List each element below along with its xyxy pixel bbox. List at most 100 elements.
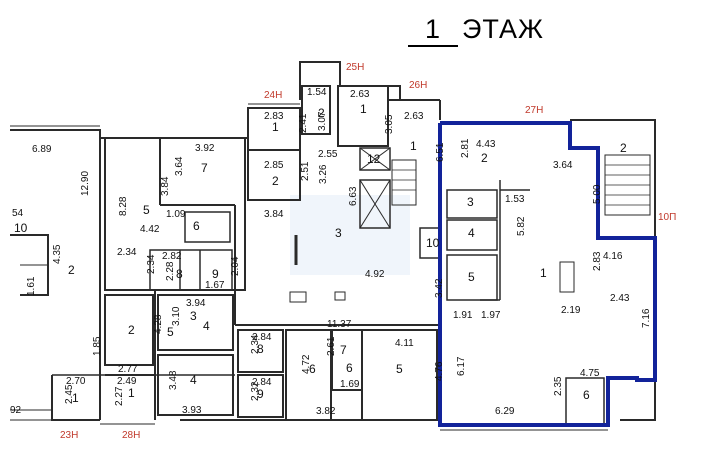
dimension-label: 2.34: [117, 247, 137, 258]
floor-number: 1: [408, 14, 458, 47]
dimension-label: 2.27: [114, 386, 125, 406]
dimension-label: 4.35: [52, 244, 63, 264]
dimension-label: 2.84: [252, 377, 272, 388]
dimension-label: 6.29: [495, 406, 515, 417]
dimension-label: 2.28: [165, 261, 176, 281]
dimension-label: 2.04: [230, 256, 241, 276]
dimension-label: 8.28: [118, 196, 129, 216]
unit-label: 23Н: [60, 430, 78, 441]
room-label: 4: [203, 319, 210, 333]
room-label: 1: [72, 391, 79, 405]
room-label: 2: [128, 323, 135, 337]
dimension-label: 1.69: [340, 379, 360, 390]
unit-label: 25Н: [346, 62, 364, 73]
room-label: 8: [176, 267, 183, 281]
dimension-label: 2.51: [300, 161, 311, 181]
dimension-label: 2.34: [250, 334, 261, 354]
dimension-label: 3.92: [195, 143, 215, 154]
room-label: 1: [360, 102, 367, 116]
dimension-label: 3.05: [384, 114, 395, 134]
dimension-label: 1.67: [205, 280, 225, 291]
dimension-label: 12.90: [80, 171, 91, 196]
dimension-label: 3.84: [264, 209, 284, 220]
room-label: 2: [68, 263, 75, 277]
room-label: 5: [143, 203, 150, 217]
room-label: 9: [257, 387, 264, 401]
dimension-label: 2.82: [162, 251, 182, 262]
room-label: 8: [257, 342, 264, 356]
room-label: 1: [540, 266, 547, 280]
room-label: 10: [14, 221, 28, 235]
dimension-label: 11.37: [327, 319, 352, 330]
dimension-label: 3.93: [182, 405, 202, 416]
dimension-label: 3.42: [434, 278, 445, 298]
room-label: 10: [426, 236, 440, 250]
dimension-label: 2.85: [264, 160, 284, 171]
room-label: 6: [583, 388, 590, 402]
dimension-label: 3.82: [316, 406, 336, 417]
dimension-label: 2.83: [264, 111, 284, 122]
room-labels: 1 2 7 5 6 8 9 2 3 2 4 1 1 1 2 12 3 10 4 …: [14, 102, 627, 405]
dimension-label: 2.45: [64, 384, 75, 404]
dimension-label: 4.42: [140, 224, 160, 235]
room-label: 1: [128, 386, 135, 400]
room-label: 5: [396, 362, 403, 376]
dimension-label: 3.84: [160, 176, 171, 196]
dimension-label: 2.61: [326, 336, 337, 356]
room-label: 7: [201, 161, 208, 175]
dimension-label: 2.34: [146, 254, 157, 274]
room-label: 3: [190, 309, 197, 323]
room-label: 5: [468, 270, 475, 284]
dimension-label: 1.53: [505, 194, 525, 205]
dimension-label: 2.41: [298, 113, 309, 133]
dimension-labels: 6.89 12.90 8.28 3.92 3.64 3.84 4.42 1.09…: [10, 87, 652, 417]
dimension-label: 3.07: [317, 111, 328, 131]
dimension-label: 92: [10, 405, 22, 416]
dimension-label: 2.63: [350, 89, 370, 100]
dimension-label: 1.85: [92, 336, 103, 356]
dimension-label: 2.63: [404, 111, 424, 122]
dimension-label: 6.17: [456, 356, 467, 376]
room-label: 4: [468, 226, 475, 240]
room-label: 1: [272, 120, 279, 134]
dimension-label: 4.11: [395, 338, 414, 349]
room-label: 9: [212, 267, 219, 281]
dimension-label: 2.84: [252, 332, 272, 343]
dimension-label: 2.49: [117, 376, 137, 387]
room-label: 2: [318, 106, 325, 120]
unit-label: 26Н: [409, 80, 427, 91]
unit-label: 27Н: [525, 105, 543, 116]
dimension-label: 2.77: [118, 364, 138, 375]
room-label: 3: [467, 195, 474, 209]
dimension-label: 2.35: [553, 376, 564, 396]
dimension-label: 4.75: [580, 368, 600, 379]
dimension-label: 1.09: [166, 209, 186, 220]
dimension-label: 4.16: [603, 251, 623, 262]
room-label: 5: [167, 325, 174, 339]
dimension-label: 6.63: [348, 186, 359, 206]
room-label: 6: [309, 362, 316, 376]
dimension-label: 1.54: [307, 87, 327, 98]
room-label: 1: [410, 139, 417, 153]
dimension-label: 3.10: [171, 306, 182, 326]
unit-label: 10П: [658, 212, 676, 223]
dimension-label: 3.64: [553, 160, 573, 171]
dimension-label: 2.55: [318, 149, 338, 160]
dimension-label: 2.19: [561, 305, 581, 316]
dimension-label: 4.28: [153, 314, 164, 334]
dimension-label: 3.94: [186, 298, 206, 309]
dimension-label: 6.89: [32, 144, 52, 155]
room-label: 7: [340, 343, 347, 357]
dimension-label: 7.16: [641, 308, 652, 328]
room-label: 2: [481, 151, 488, 165]
room-label: 2: [620, 141, 627, 155]
room-label: 6: [346, 361, 353, 375]
dimension-label: 4.43: [476, 139, 496, 150]
windows: [10, 103, 608, 431]
unit-label: 24Н: [264, 90, 282, 101]
dimension-label: 2.70: [66, 376, 86, 387]
dimension-label: 3.48: [168, 370, 179, 390]
dimension-label: 5.82: [516, 216, 527, 236]
